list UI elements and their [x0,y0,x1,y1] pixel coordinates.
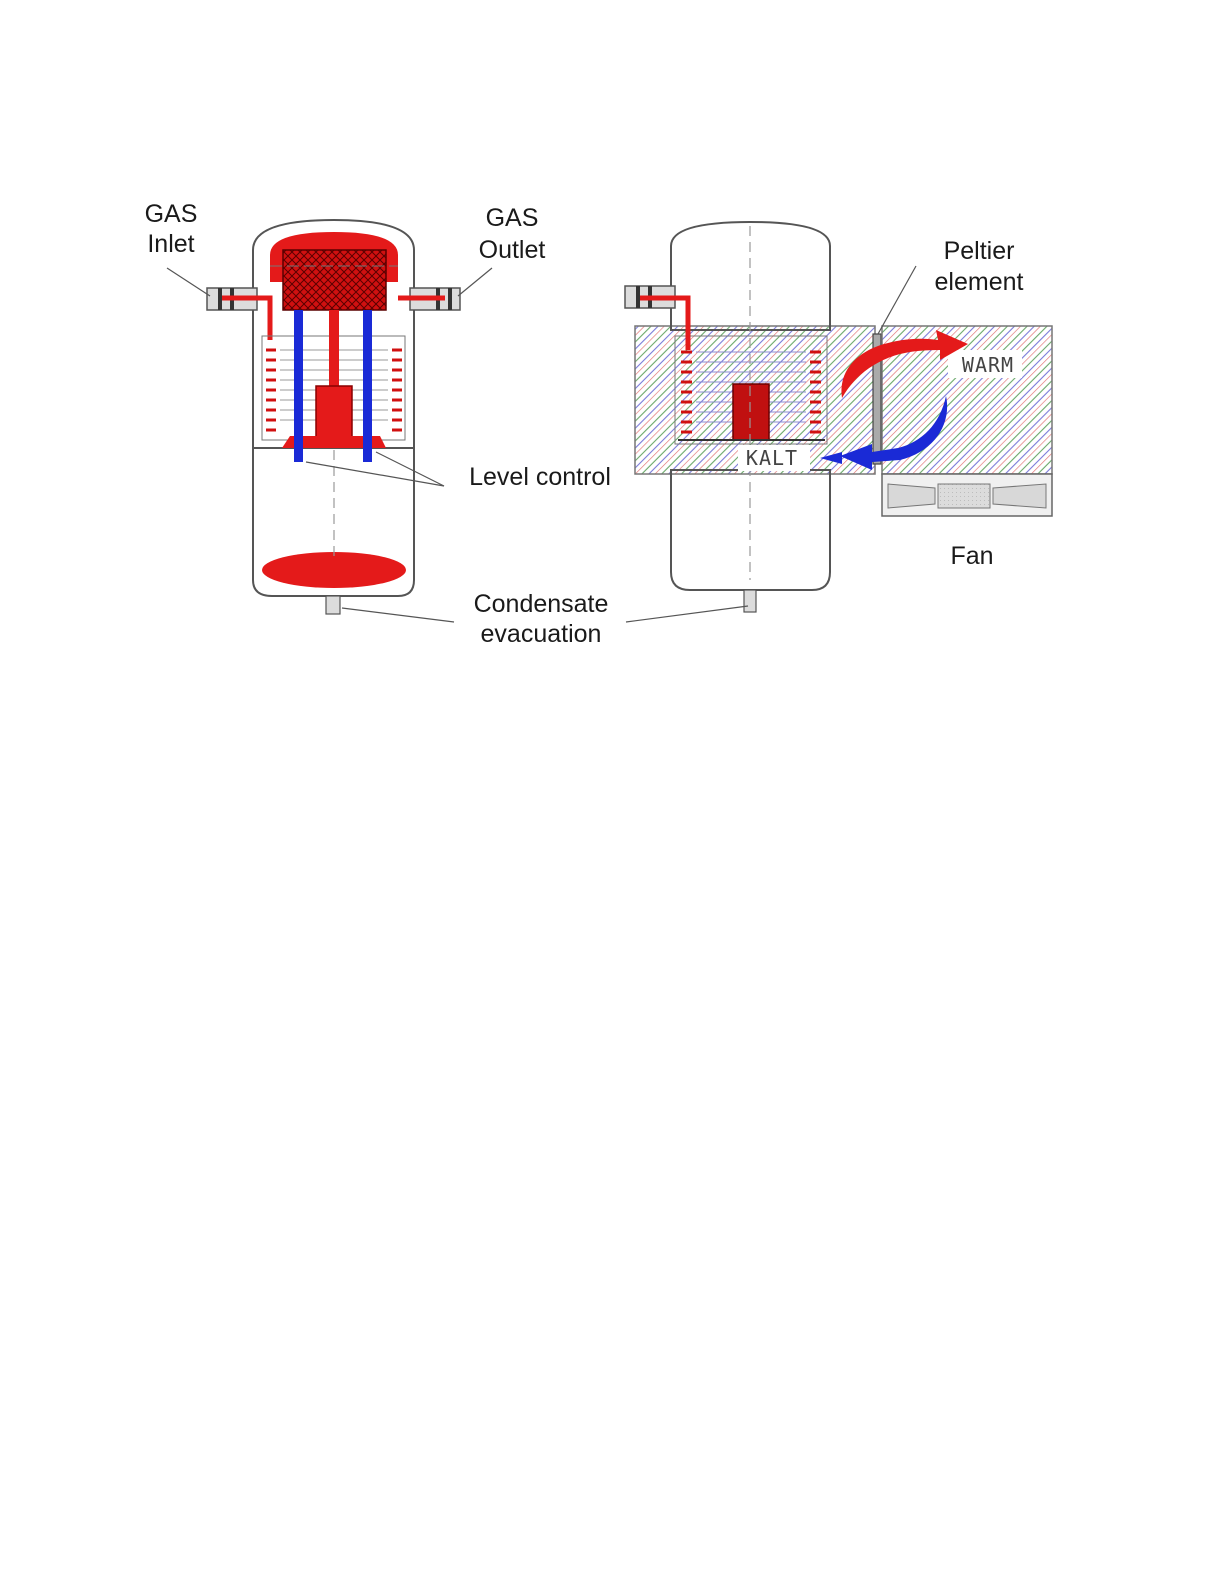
kalt-label: KALT [746,446,798,470]
left-level-rod-2 [363,310,372,462]
peltier-label-2: element [935,268,1024,296]
right-core [733,384,769,440]
fan-unit [882,474,1052,516]
right-drain [744,590,756,612]
level-control-label: Level control [469,463,611,491]
left-center-stem [329,310,339,390]
condensate-label-2: evacuation [481,620,602,648]
left-level-rod-1 [294,310,303,462]
condensate-label-1: Condensate [474,590,609,618]
warm-label: WARM [962,353,1014,377]
gas-outlet-label-1: GAS [486,204,539,232]
gas-outlet-label-2: Outlet [479,236,546,264]
left-condensate-pool [262,552,406,588]
left-separator [207,220,460,614]
fan-label: Fan [950,542,993,570]
left-drain [326,596,340,614]
gas-inlet-label-1: GAS [145,200,198,228]
left-float [316,386,352,438]
peltier-label-1: Peltier [944,237,1015,265]
left-filter-block [283,250,386,310]
gas-inlet-label-2: Inlet [147,230,194,258]
